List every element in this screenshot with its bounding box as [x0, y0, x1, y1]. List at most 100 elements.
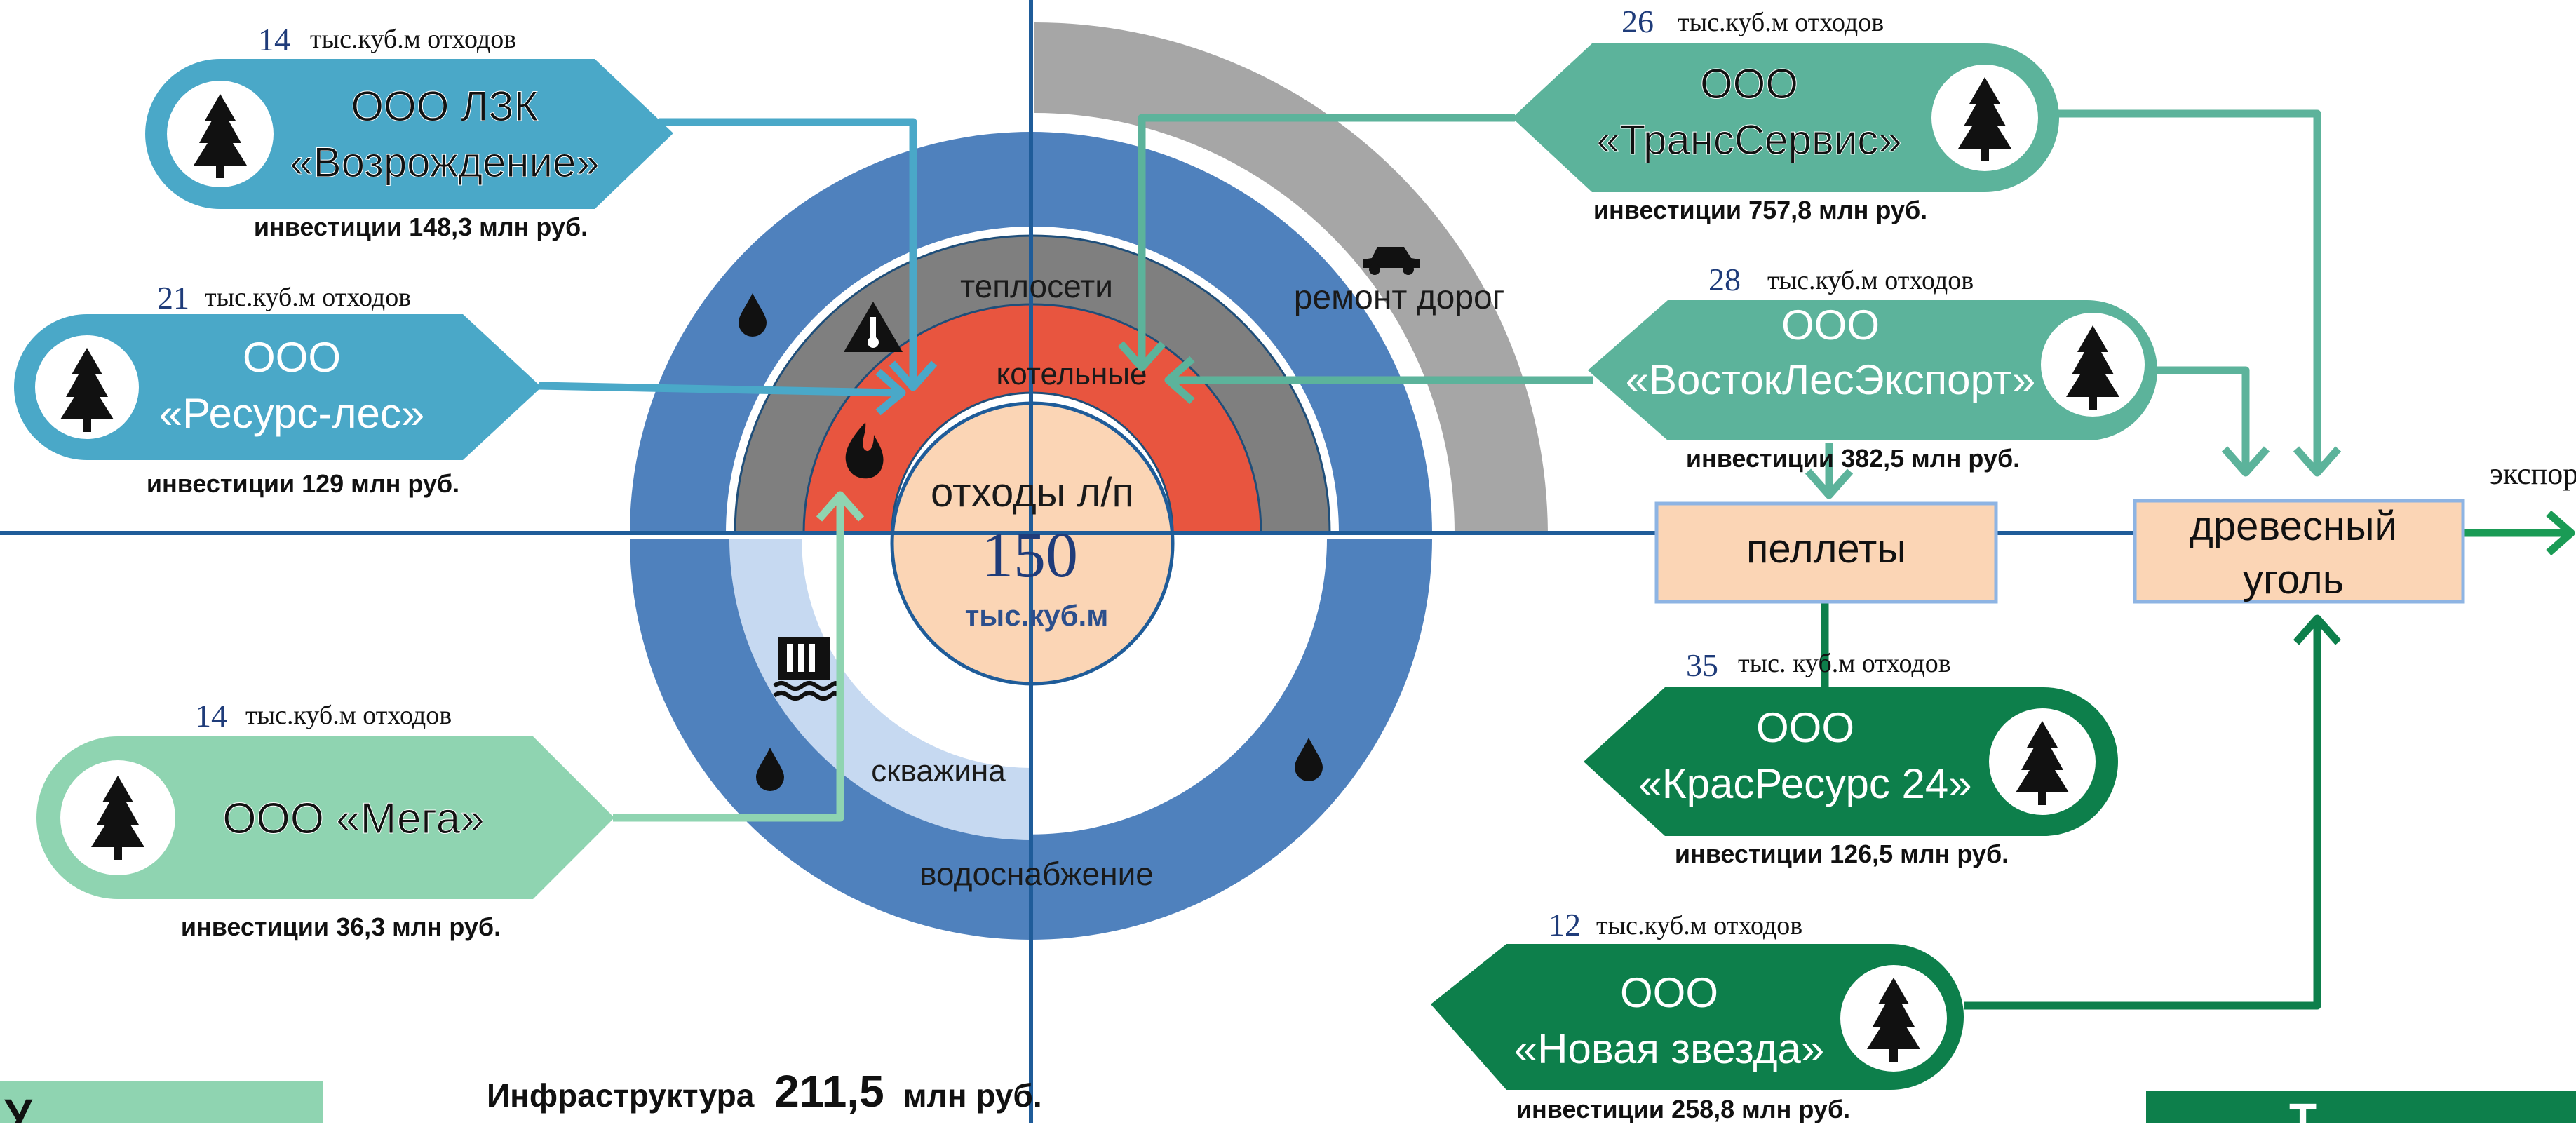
company-shape	[14, 314, 541, 460]
roads-arc	[1034, 22, 1548, 533]
arrowhead	[1117, 341, 1166, 372]
waste-number: 14	[195, 698, 227, 734]
investment-text: инвестиции 126,5 млн руб.	[1675, 839, 2009, 868]
company-name-line1: ООО	[1700, 60, 1798, 107]
arrow-novaya-zvezda-to-charcoal	[1964, 621, 2321, 1010]
arrow-mega-to-center	[613, 499, 844, 822]
investment-text: инвестиции 382,5 млн руб.	[1686, 444, 2020, 473]
arrow-resurs-to-center	[538, 382, 897, 397]
company-name-line2: «ВостокЛесЭкспорт»	[1626, 356, 2036, 403]
well-ring	[729, 539, 1031, 840]
arrowhead	[2293, 614, 2342, 645]
partial-text-right: Т	[2289, 1094, 2317, 1123]
waste-unit: тыс.куб.м отходов	[1767, 266, 1974, 295]
arrow-transservice-to-charcoal	[2055, 109, 2321, 470]
company-name-line1: ООО	[1620, 969, 1718, 1016]
arrowhead	[1164, 356, 1195, 405]
water-supply-label: водоснабжение	[919, 856, 1154, 892]
company-card-vostoklesexport: 28 тыс.куб.м отходов ООО «ВостокЛесЭкспо…	[1588, 262, 2157, 473]
company-shape	[36, 736, 614, 899]
company-card-krasresurs: 35 тыс. куб.м отходов ООО «КрасРесурс 24…	[1584, 647, 2118, 868]
investment-text: инвестиции 258,8 млн руб.	[1516, 1095, 1850, 1123]
arrowhead	[2293, 446, 2342, 477]
charcoal-box	[2133, 499, 2465, 604]
partial-box-bottom-right: Т	[2146, 1091, 2576, 1127]
company-name-line1: ООО «Мега»	[222, 795, 484, 843]
arrowhead	[1805, 468, 1854, 499]
company-name-line2: «ТрансСервис»	[1596, 116, 1901, 163]
water-drop-icon	[1295, 738, 1323, 781]
well-icon	[773, 637, 839, 701]
arrowhead	[2546, 510, 2575, 556]
center-label: отходы л/п	[931, 470, 1134, 515]
company-shape	[1431, 944, 1964, 1090]
arrowhead	[875, 368, 906, 416]
company-shape	[1588, 300, 2157, 440]
waste-unit: тыс.куб.м отходов	[245, 701, 452, 730]
tree-icon	[91, 776, 144, 860]
company-card-resurs-les: 21 тыс.куб.м отходов ООО «Ресурс-лес» ин…	[14, 280, 541, 498]
waste-unit: тыс.куб.м отходов	[205, 283, 411, 312]
water-drop-icon	[756, 748, 784, 791]
company-card-novaya-zvezda: 12 тыс.куб.м отходов ООО «Новая звезда» …	[1431, 907, 1964, 1123]
company-name-line1: ООО	[243, 334, 341, 381]
tree-icon	[60, 348, 114, 432]
company-shape	[1512, 43, 2059, 192]
center-volume: 150	[981, 519, 1078, 591]
infrastructure-total: Инфраструктура 211,5 млн руб.	[487, 1066, 1042, 1116]
arrowhead	[816, 491, 865, 522]
investment-text: инвестиции 36,3 млн руб.	[181, 912, 501, 941]
tree-icon	[1958, 77, 2011, 161]
arrow-vostok-to-charcoal	[2156, 366, 2250, 470]
boilers-label: котельные	[997, 357, 1147, 391]
infrastructure-amount: 211,5	[774, 1066, 884, 1116]
company-name-line1: ООО ЛЗК	[351, 83, 538, 130]
tree-icon	[194, 94, 247, 178]
charcoal-label-line1: древесный	[2190, 504, 2397, 549]
fire-icon	[845, 422, 884, 479]
company-name-line1: ООО	[1781, 302, 1880, 349]
center-unit: тыс.куб.м	[965, 599, 1109, 632]
arrowhead	[2221, 446, 2270, 477]
company-name-line1: ООО	[1756, 704, 1854, 751]
company-shape	[145, 59, 673, 209]
warning-thermometer-icon	[844, 302, 903, 352]
waste-unit: тыс.куб.м отходов	[310, 25, 516, 54]
partial-text-left: У	[4, 1090, 33, 1123]
arrow-lzk-to-center	[659, 118, 917, 384]
product-charcoal: древесный уголь	[2133, 499, 2465, 604]
tree-icon	[2016, 721, 2069, 805]
arrow-transservice-to-boilers	[1138, 114, 1515, 365]
waste-number: 26	[1621, 4, 1654, 39]
charcoal-label-line2: уголь	[2243, 557, 2344, 602]
waste-number: 21	[157, 280, 189, 316]
waste-number: 28	[1708, 262, 1741, 297]
product-pellets: пеллеты	[1654, 501, 1998, 604]
investment-text: инвестиции 148,3 млн руб.	[254, 212, 588, 241]
tree-icon	[2066, 325, 2119, 410]
company-name-line2: «КрасРесурс 24»	[1638, 760, 1971, 807]
investment-text: инвестиции 757,8 млн руб.	[1593, 196, 1927, 224]
waste-number: 12	[1549, 907, 1581, 943]
company-name-line2: «Возрождение»	[290, 139, 600, 186]
waste-number: 14	[258, 22, 290, 58]
partial-box-bottom-left: У	[0, 1081, 323, 1127]
connector-arrows	[538, 109, 2575, 1010]
pellets-label: пеллеты	[1746, 526, 1906, 572]
tree-icon	[1867, 978, 1920, 1062]
company-name-line2: «Ресурс-лес»	[159, 390, 425, 437]
company-name-line2: «Новая звезда»	[1514, 1025, 1825, 1072]
heating-networks-label: теплосети	[960, 268, 1113, 304]
waste-unit: тыс. куб.м отходов	[1738, 649, 1951, 678]
waste-unit: тыс.куб.м отходов	[1596, 911, 1802, 940]
water-drop-icon	[739, 293, 767, 337]
investment-text: инвестиции 129 млн руб.	[147, 469, 459, 498]
waste-unit: тыс.куб.м отходов	[1678, 8, 1884, 37]
export-label: экспорт	[2490, 457, 2576, 491]
car-icon	[1363, 247, 1420, 275]
company-card-transservis: 26 тыс.куб.м отходов ООО «ТрансСервис» и…	[1512, 4, 2059, 224]
infrastructure-label: Инфраструктура 211,5 млн руб.	[487, 1066, 1042, 1116]
waste-number: 35	[1686, 647, 1718, 683]
